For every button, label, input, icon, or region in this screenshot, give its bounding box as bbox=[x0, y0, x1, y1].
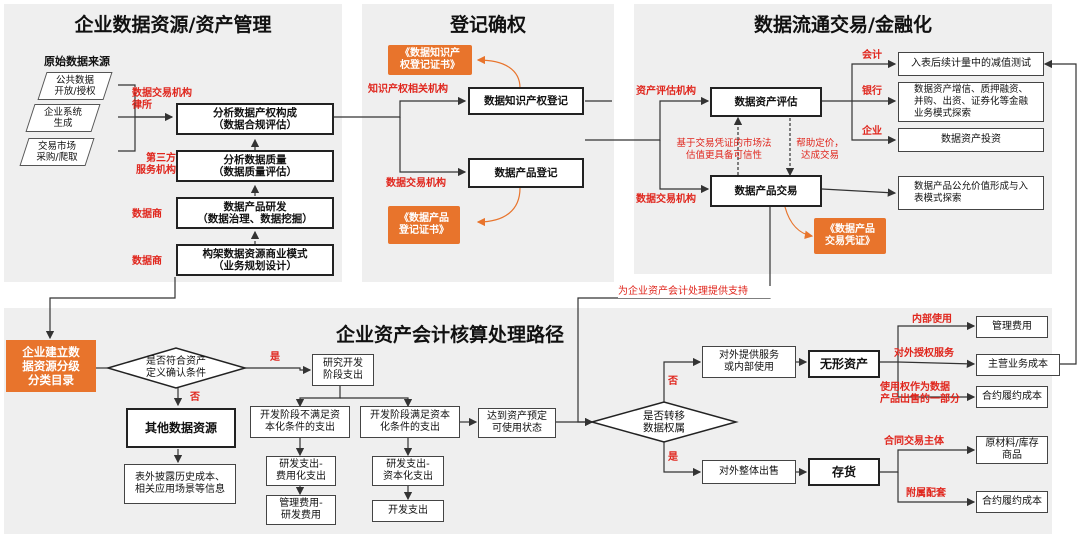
decision-transfer-rights: 是否转移 数据权属 bbox=[643, 410, 685, 434]
rd-capitalized: 研发支出- 资本化支出 bbox=[372, 456, 444, 486]
label-bank: 银行 bbox=[862, 86, 882, 97]
label-license: 对外授权服务 bbox=[894, 348, 954, 359]
rd-expensed: 研发支出- 费用化支出 bbox=[266, 456, 336, 486]
label-enterprise: 企业 bbox=[862, 126, 882, 137]
service-or-internal: 对外提供服务 或内部使用 bbox=[702, 346, 796, 378]
step-property-rights: 分析数据产权构成 （数据合规评估） bbox=[176, 103, 334, 135]
dev-not-capitalized: 开发阶段不满足资 本化条件的支出 bbox=[250, 406, 350, 438]
development-expense: 开发支出 bbox=[372, 500, 444, 522]
admin-cost-box: 管理费用 bbox=[976, 316, 1048, 338]
asset-eval-org-label: 资产评估机构 bbox=[636, 86, 696, 97]
product-trade-box: 数据产品交易 bbox=[710, 175, 822, 207]
panel-title-mid: 登记确权 bbox=[449, 14, 526, 36]
dev-capitalized: 开发阶段满足资本 化条件的支出 bbox=[360, 406, 460, 438]
ready-for-use: 达到资产预定 可使用状态 bbox=[478, 408, 556, 438]
sell-whole: 对外整体出售 bbox=[702, 460, 796, 484]
step-product-dev: 数据产品研发 （数据治理、数据挖掘） bbox=[176, 197, 334, 229]
sources-label: 原始数据来源 bbox=[44, 55, 110, 68]
inventory: 存货 bbox=[808, 458, 880, 486]
ip-certificate: 《数据知识产 权登记证书》 bbox=[388, 45, 472, 75]
role-exchange-lawfirm: 数据交易机构 律所 bbox=[132, 88, 192, 111]
admin-rd-expense: 管理费用- 研发费用 bbox=[266, 495, 336, 525]
off-balance-disclosure: 表外披露历史成本、 相关应用场景等信息 bbox=[124, 464, 236, 504]
decision-asset-definition: 是否符合资产 定义确认条件 bbox=[146, 356, 206, 379]
main-business-cost-box: 主营业务成本 bbox=[976, 354, 1060, 376]
decision1-no: 否 bbox=[190, 392, 200, 403]
note-market-valuation: 基于交易凭证的市场法 估值更具备可信性 bbox=[676, 138, 772, 161]
step-business-model: 构架数据资源商业模式 （业务规划设计） bbox=[176, 244, 334, 276]
asset-invest-box: 数据资产投资 bbox=[898, 128, 1044, 152]
role-data-vendor-1: 数据商 bbox=[132, 209, 162, 220]
fair-value-box: 数据产品公允价值形成与入 表模式探索 bbox=[898, 176, 1044, 210]
panel-title-right: 数据流通交易/金融化 bbox=[754, 14, 932, 36]
support-label: 为企业资产会计处理提供支持 bbox=[618, 286, 778, 298]
mid-exchange-org-label: 数据交易机构 bbox=[386, 178, 446, 189]
label-attached: 附属配套 bbox=[906, 488, 946, 499]
contract-cost-box-2: 合约履约成本 bbox=[976, 491, 1048, 513]
other-data-resource: 其他数据资源 bbox=[126, 408, 236, 448]
product-certificate: 《数据产品 登记证书》 bbox=[388, 206, 460, 244]
label-accounting: 会计 bbox=[862, 50, 882, 61]
decision2-yes: 是 bbox=[668, 452, 678, 463]
ip-register-box: 数据知识产权登记 bbox=[468, 87, 584, 115]
intangible-asset: 无形资产 bbox=[808, 350, 880, 378]
asset-eval-box: 数据资产评估 bbox=[710, 87, 822, 117]
source-market-label: 交易市场 采购/爬取 bbox=[36, 141, 78, 163]
decision2-no: 否 bbox=[668, 376, 678, 387]
label-contract-party: 合同交易主体 bbox=[884, 436, 944, 447]
ip-org-label: 知识产权相关机构 bbox=[368, 84, 448, 95]
source-public-label: 公共数据 开放/授权 bbox=[54, 75, 96, 97]
raw-material-box: 原材料/库存 商品 bbox=[976, 436, 1048, 464]
trade-voucher: 《数据产品 交易凭证》 bbox=[814, 218, 886, 254]
label-usage-right: 使用权作为数据 产品出售的一部分 bbox=[880, 382, 960, 405]
catalog-box: 企业建立数 据资源分级 分类目录 bbox=[6, 340, 96, 392]
research-expense-box: 研究开发 阶段支出 bbox=[312, 354, 374, 386]
decision1-yes: 是 bbox=[270, 352, 280, 363]
note-pricing: 帮助定价， 达成交易 bbox=[796, 138, 844, 161]
role-third-party: 第三方 服务机构 bbox=[136, 153, 176, 176]
impairment-test-box: 入表后续计量中的减值测试 bbox=[898, 52, 1044, 76]
label-internal-use: 内部使用 bbox=[912, 314, 952, 325]
right-exchange-org-label: 数据交易机构 bbox=[636, 194, 696, 205]
panel-title-bottom: 企业资产会计核算处理路径 bbox=[335, 324, 564, 346]
role-data-vendor-2: 数据商 bbox=[132, 256, 162, 267]
panel-title-left: 企业数据资源/资产管理 bbox=[74, 14, 272, 36]
contract-cost-box: 合约履约成本 bbox=[976, 386, 1048, 408]
source-enterprise-label: 企业系统 生成 bbox=[43, 107, 82, 129]
product-register-box: 数据产品登记 bbox=[468, 158, 584, 188]
step-quality: 分析数据质量 （数据质量评估） bbox=[176, 150, 334, 182]
bank-finance-box: 数据资产增信、质押融资、 并购、出资、证券化等金融 业务模式探索 bbox=[898, 82, 1044, 122]
